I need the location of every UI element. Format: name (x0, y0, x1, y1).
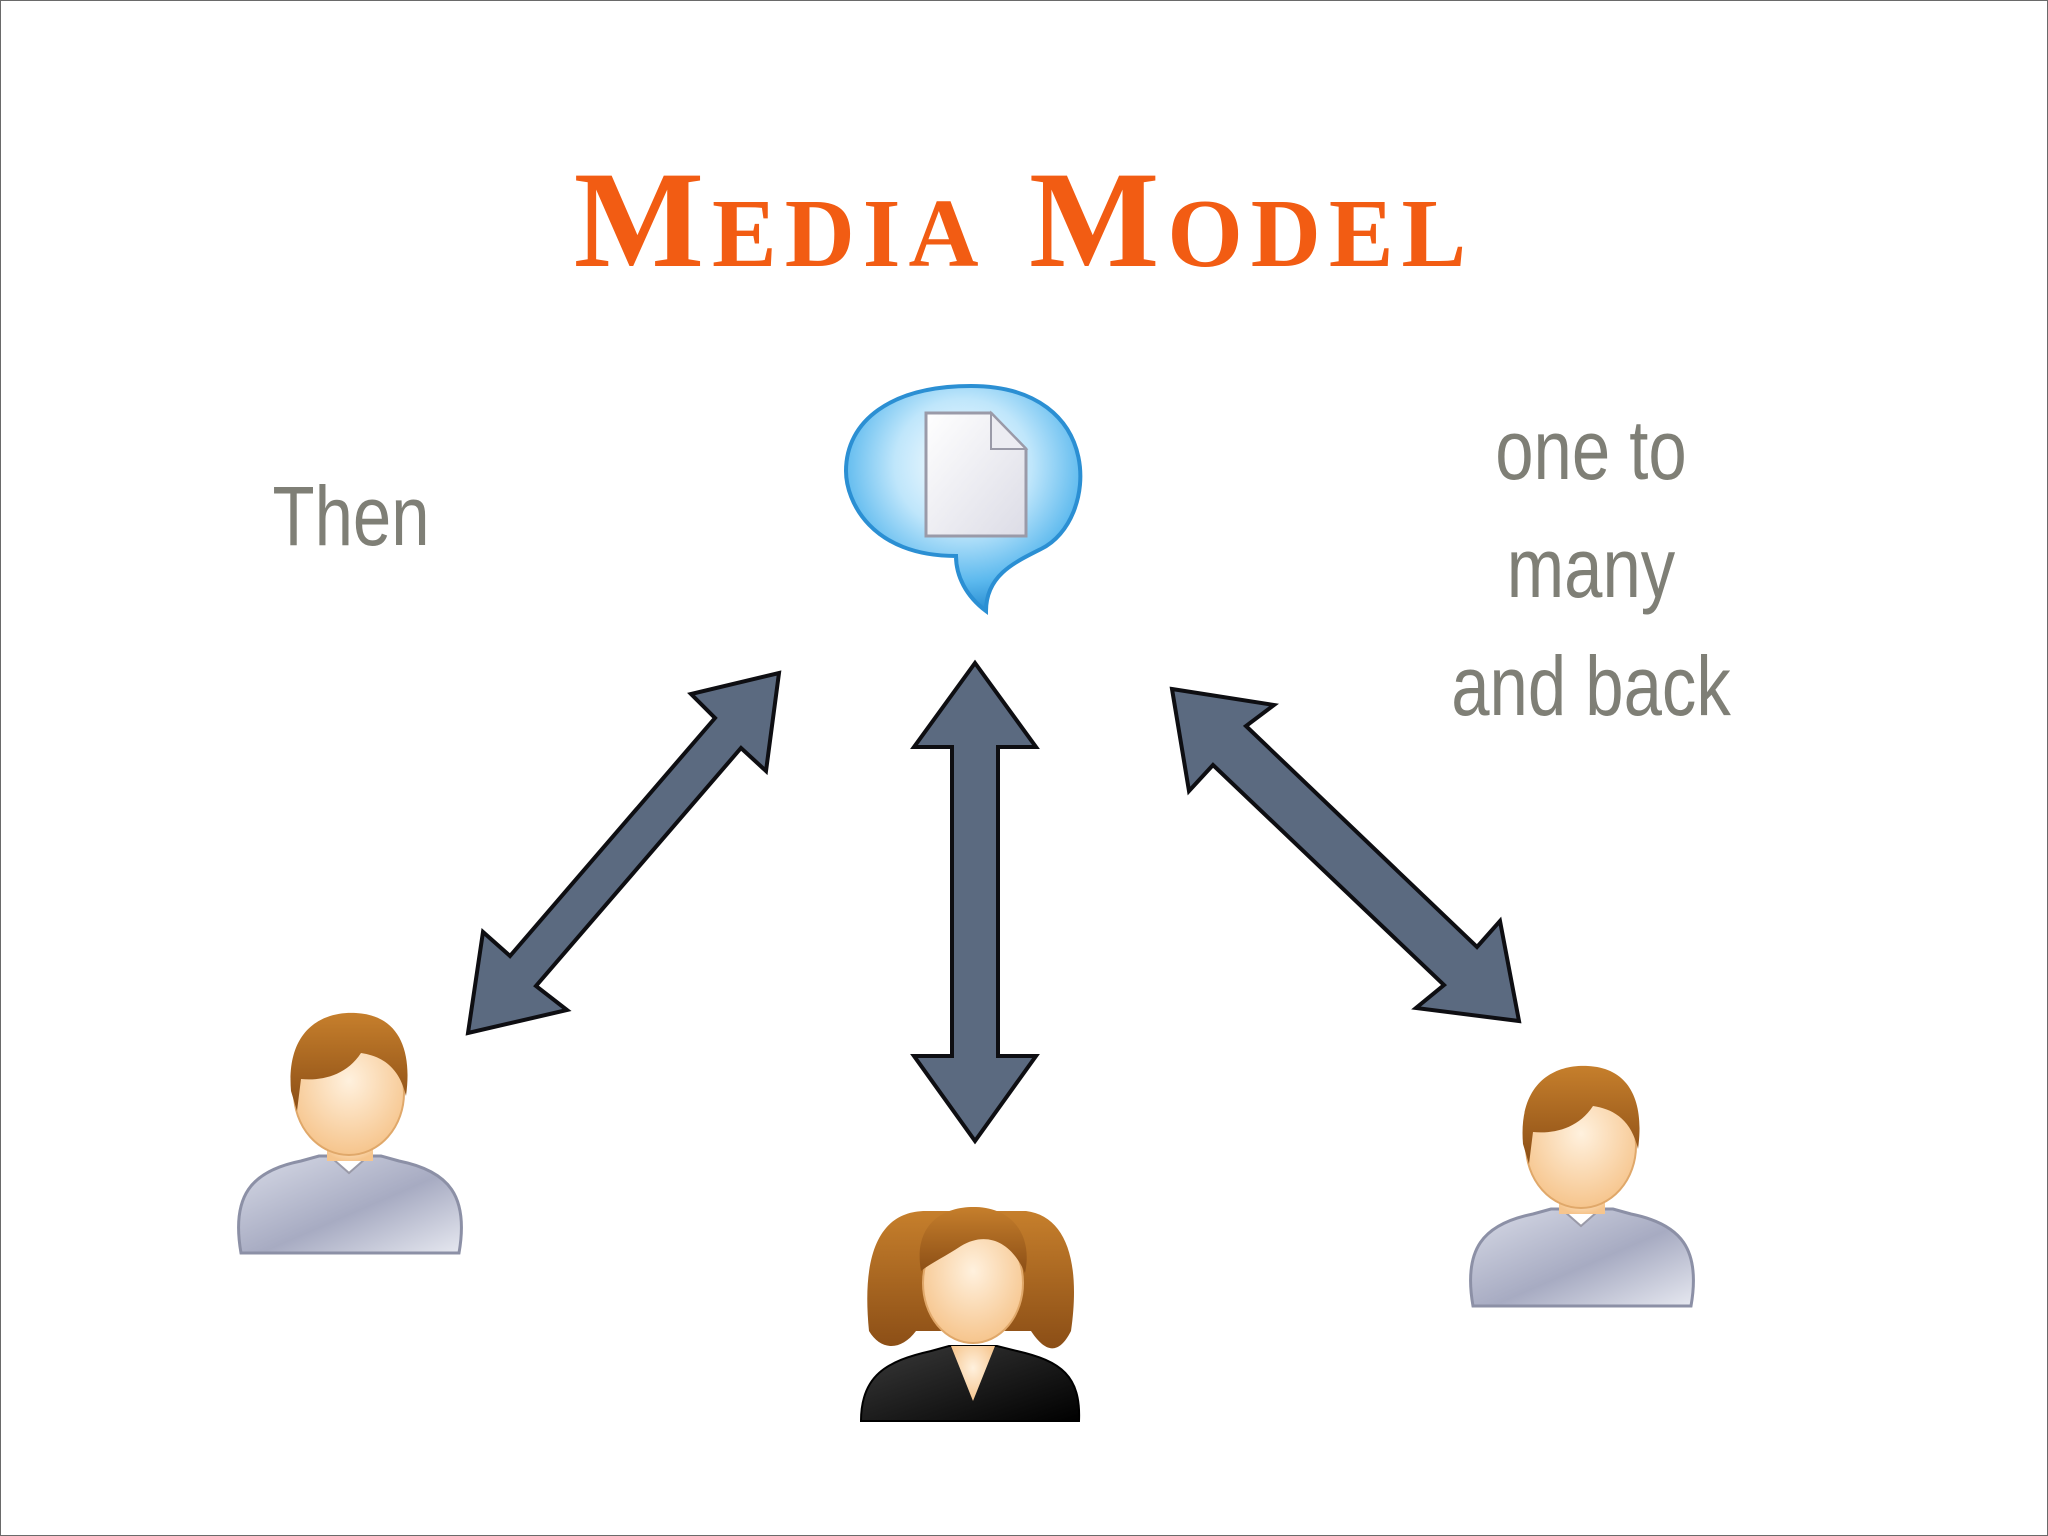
double-arrow-left-icon (465, 670, 782, 1036)
male-user-icon-left (237, 1012, 463, 1255)
document-speech-bubble-icon (843, 383, 1083, 615)
double-arrow-right-icon (1169, 686, 1522, 1024)
caption-line-2: many (1506, 521, 1676, 615)
double-arrow-vertical-icon (910, 659, 1040, 1145)
caption-then: Then (272, 469, 430, 563)
caption-one-to-many: one to many and back (1419, 391, 1763, 745)
caption-line-1: one to (1495, 403, 1687, 497)
caption-line-3: and back (1451, 639, 1731, 733)
female-user-icon (859, 1206, 1081, 1422)
male-user-icon-right (1469, 1065, 1695, 1308)
arrows (465, 659, 1522, 1145)
slide-title: Media Model (573, 143, 1475, 296)
